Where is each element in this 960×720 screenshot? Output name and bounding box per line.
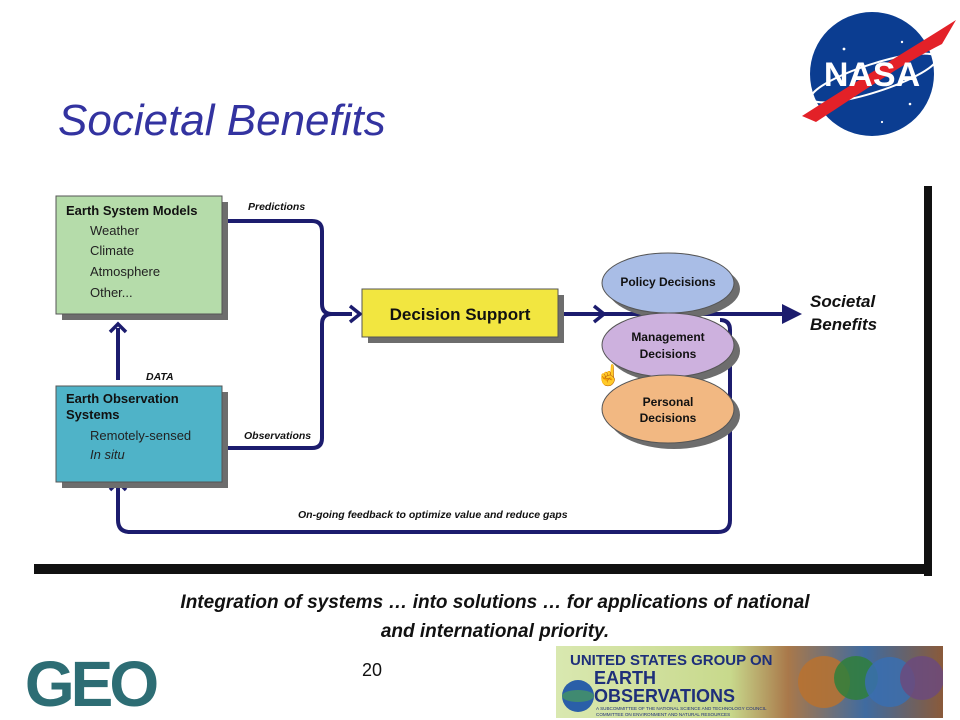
models-item-weather: Weather [90,223,140,238]
frame-right-edge [924,186,932,576]
societal-benefits-diagram: Earth System Models Weather Climate Atmo… [34,186,932,576]
feedback-flow [116,318,732,534]
management-decisions-line1: Management [631,330,704,344]
observations-flow [226,312,333,450]
management-decisions-line2: Decisions [640,347,697,361]
geo-logo: GEO [25,648,161,716]
policy-decisions-label: Policy Decisions [620,275,716,289]
usgeo-small-line1: A SUBCOMMITTEE OF THE NATIONAL SCIENCE A… [596,706,767,711]
predictions-flow [226,219,352,316]
geo-wordmark: GEO [25,648,157,716]
management-decisions-ellipse [601,312,735,378]
usgeo-small-line2: COMMITTEE ON ENVIRONMENT AND NATURAL RES… [596,712,730,717]
usgeo-line2: EARTH [594,668,656,688]
caption-line1: Integration of systems … into solutions … [180,592,810,613]
decision-support-label: Decision Support [390,305,531,324]
usgeo-line3: OBSERVATIONS [594,686,735,706]
earth-observation-systems-box [55,385,223,483]
observation-item-remote: Remotely-sensed [90,428,191,443]
models-box-title: Earth System Models [66,203,198,218]
observation-box-title-line2: Systems [66,407,119,422]
arrowhead-icon [782,304,802,324]
observations-label: Observations [244,430,311,442]
usgeo-line1: UNITED STATES GROUP ON [570,652,773,669]
chevron-up-icon [108,321,128,334]
models-item-climate: Climate [90,243,134,258]
personal-decisions-line1: Personal [643,395,694,409]
outcome-label-line2: Benefits [810,315,877,334]
chevron-right-icon [348,304,363,324]
hand-pointer-icon: ☝ [596,363,621,387]
personal-decisions-line2: Decisions [640,411,697,425]
predictions-label: Predictions [248,201,305,213]
models-item-other: Other... [90,285,133,300]
chevron-right-icon [592,304,607,324]
nasa-logo: NASA [802,12,956,136]
slide-caption: Integration of systems … into solutions … [80,588,910,646]
observation-box-title-line1: Earth Observation [66,391,179,406]
feedback-label: On-going feedback to optimize value and … [298,509,568,521]
personal-decisions-ellipse [601,374,735,444]
slide-title: Societal Benefits [58,96,386,145]
data-label: DATA [146,371,174,383]
outcome-label-line1: Societal [810,292,876,311]
decision-support-box [361,288,559,338]
page-number: 20 [361,660,383,680]
usgeo-banner: UNITED STATES GROUP ON EARTH OBSERVATION… [556,646,943,718]
frame-bottom-edge [34,564,932,574]
observation-item-in-situ: In situ [90,447,125,462]
earth-system-models-box [55,195,223,315]
models-item-atmosphere: Atmosphere [90,264,160,279]
caption-line2: and international priority. [380,621,610,642]
nasa-wordmark: NASA [824,56,920,94]
